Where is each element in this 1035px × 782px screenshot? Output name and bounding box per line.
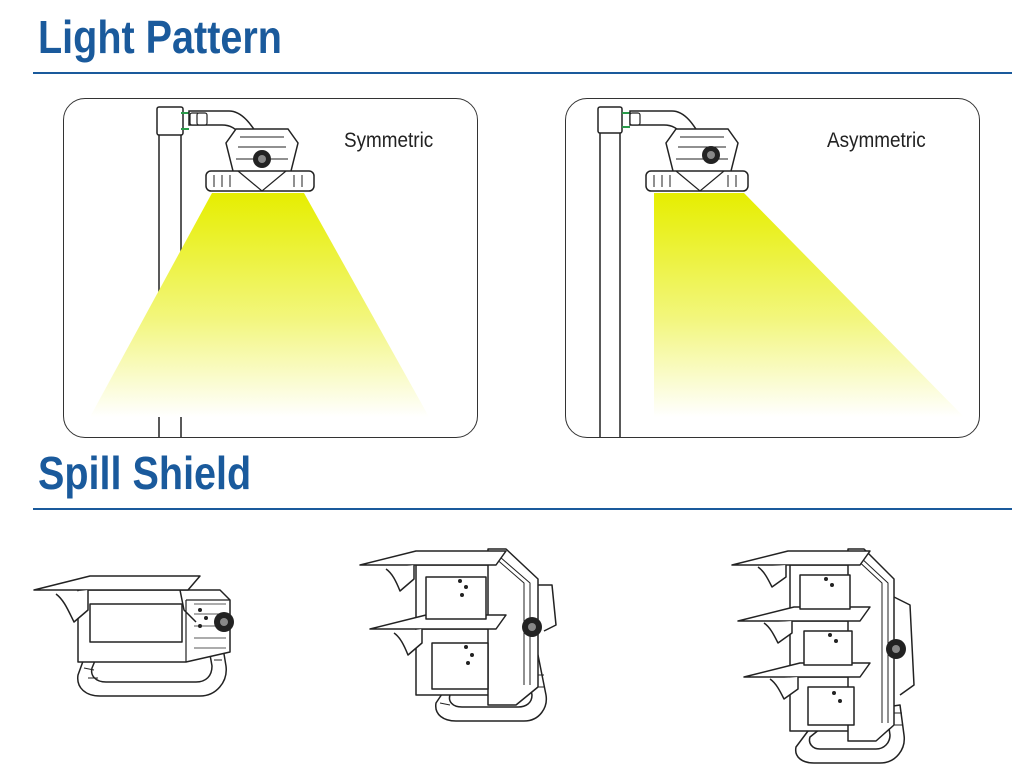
title-underline bbox=[33, 72, 1012, 74]
pole bbox=[599, 108, 621, 437]
asymmetric-light-beam bbox=[654, 193, 964, 417]
symmetric-beam-illustration bbox=[90, 106, 429, 437]
title-underline bbox=[33, 508, 1012, 510]
spill-shield-single-module bbox=[33, 575, 234, 697]
section-title-light-pattern: Light Pattern bbox=[38, 11, 282, 63]
asymmetric-beam-illustration bbox=[597, 106, 964, 437]
pole-cap bbox=[597, 106, 623, 134]
asymmetric-pattern-panel: Asymmetric bbox=[565, 98, 980, 438]
section-title-spill-shield: Spill Shield bbox=[38, 447, 252, 499]
pattern-label-asymmetric: Asymmetric bbox=[827, 129, 926, 152]
symmetric-light-beam bbox=[90, 193, 429, 417]
spill-shield-triple-module bbox=[731, 548, 915, 764]
fixture-housing bbox=[205, 170, 315, 192]
symmetric-pattern-panel: Symmetric bbox=[63, 98, 478, 438]
pattern-label-symmetric: Symmetric bbox=[344, 129, 434, 152]
fixture-housing bbox=[645, 170, 749, 192]
pole-cap bbox=[156, 106, 184, 136]
spill-shield-double-module bbox=[359, 548, 557, 722]
